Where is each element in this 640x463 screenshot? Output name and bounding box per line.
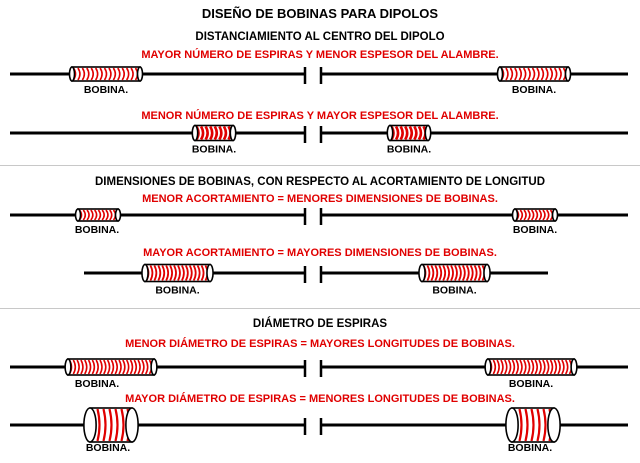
coil: BOBINA. — [496, 66, 572, 96]
coil-label: BOBINA. — [75, 378, 119, 390]
coil: BOBINA. — [511, 208, 559, 236]
section-divider — [0, 165, 640, 166]
coil: BOBINA. — [418, 263, 491, 297]
coil-label: BOBINA. — [432, 285, 476, 297]
section-1-heading: DISTANCIAMIENTO AL CENTRO DEL DIPOLO — [195, 31, 445, 43]
section-3-note-1: MENOR DIÁMETRO DE ESPIRAS = MAYORES LONG… — [125, 338, 515, 350]
coil: BOBINA. — [505, 407, 561, 454]
section-1-note-2: MENOR NÚMERO DE ESPIRAS Y MAYOR ESPESOR … — [141, 110, 499, 122]
section-2-note-2: MAYOR ACORTAMIENTO = MAYORES DIMENSIONES… — [143, 247, 497, 259]
coil-label: BOBINA. — [513, 224, 557, 236]
coil: BOBINA. — [386, 124, 432, 156]
coil-label: BOBINA. — [508, 442, 552, 454]
section-divider — [0, 308, 640, 309]
coil-label: BOBINA. — [84, 84, 128, 96]
coil-label: BOBINA. — [192, 144, 236, 156]
section-3-note-2: MAYOR DIÁMETRO DE ESPIRAS = MENORES LONG… — [125, 393, 515, 405]
coil-label: BOBINA. — [512, 84, 556, 96]
section-2-heading: DIMENSIONES DE BOBINAS, CON RESPECTO AL … — [94, 176, 546, 188]
section-2-note-1: MENOR ACORTAMIENTO = MENORES DIMENSIONES… — [142, 193, 498, 205]
coil: BOBINA. — [83, 407, 139, 454]
section-1-note-1: MAYOR NÚMERO DE ESPIRAS Y MENOR ESPESOR … — [141, 49, 499, 61]
coil-label: BOBINA. — [509, 378, 553, 390]
coil-label: BOBINA. — [155, 285, 199, 297]
coil: BOBINA. — [64, 358, 158, 390]
coil: BOBINA. — [484, 358, 578, 390]
section-3-heading: DIÁMETRO DE ESPIRAS — [252, 318, 388, 330]
coil-label: BOBINA. — [86, 442, 130, 454]
diagram-title: DISEÑO DE BOBINAS PARA DIPOLOS — [201, 6, 439, 21]
coil-label: BOBINA. — [387, 144, 431, 156]
coil-label: BOBINA. — [75, 224, 119, 236]
coil: BOBINA. — [141, 263, 214, 297]
coil: BOBINA. — [191, 124, 237, 156]
coil: BOBINA. — [74, 208, 122, 236]
coil: BOBINA. — [68, 66, 144, 96]
